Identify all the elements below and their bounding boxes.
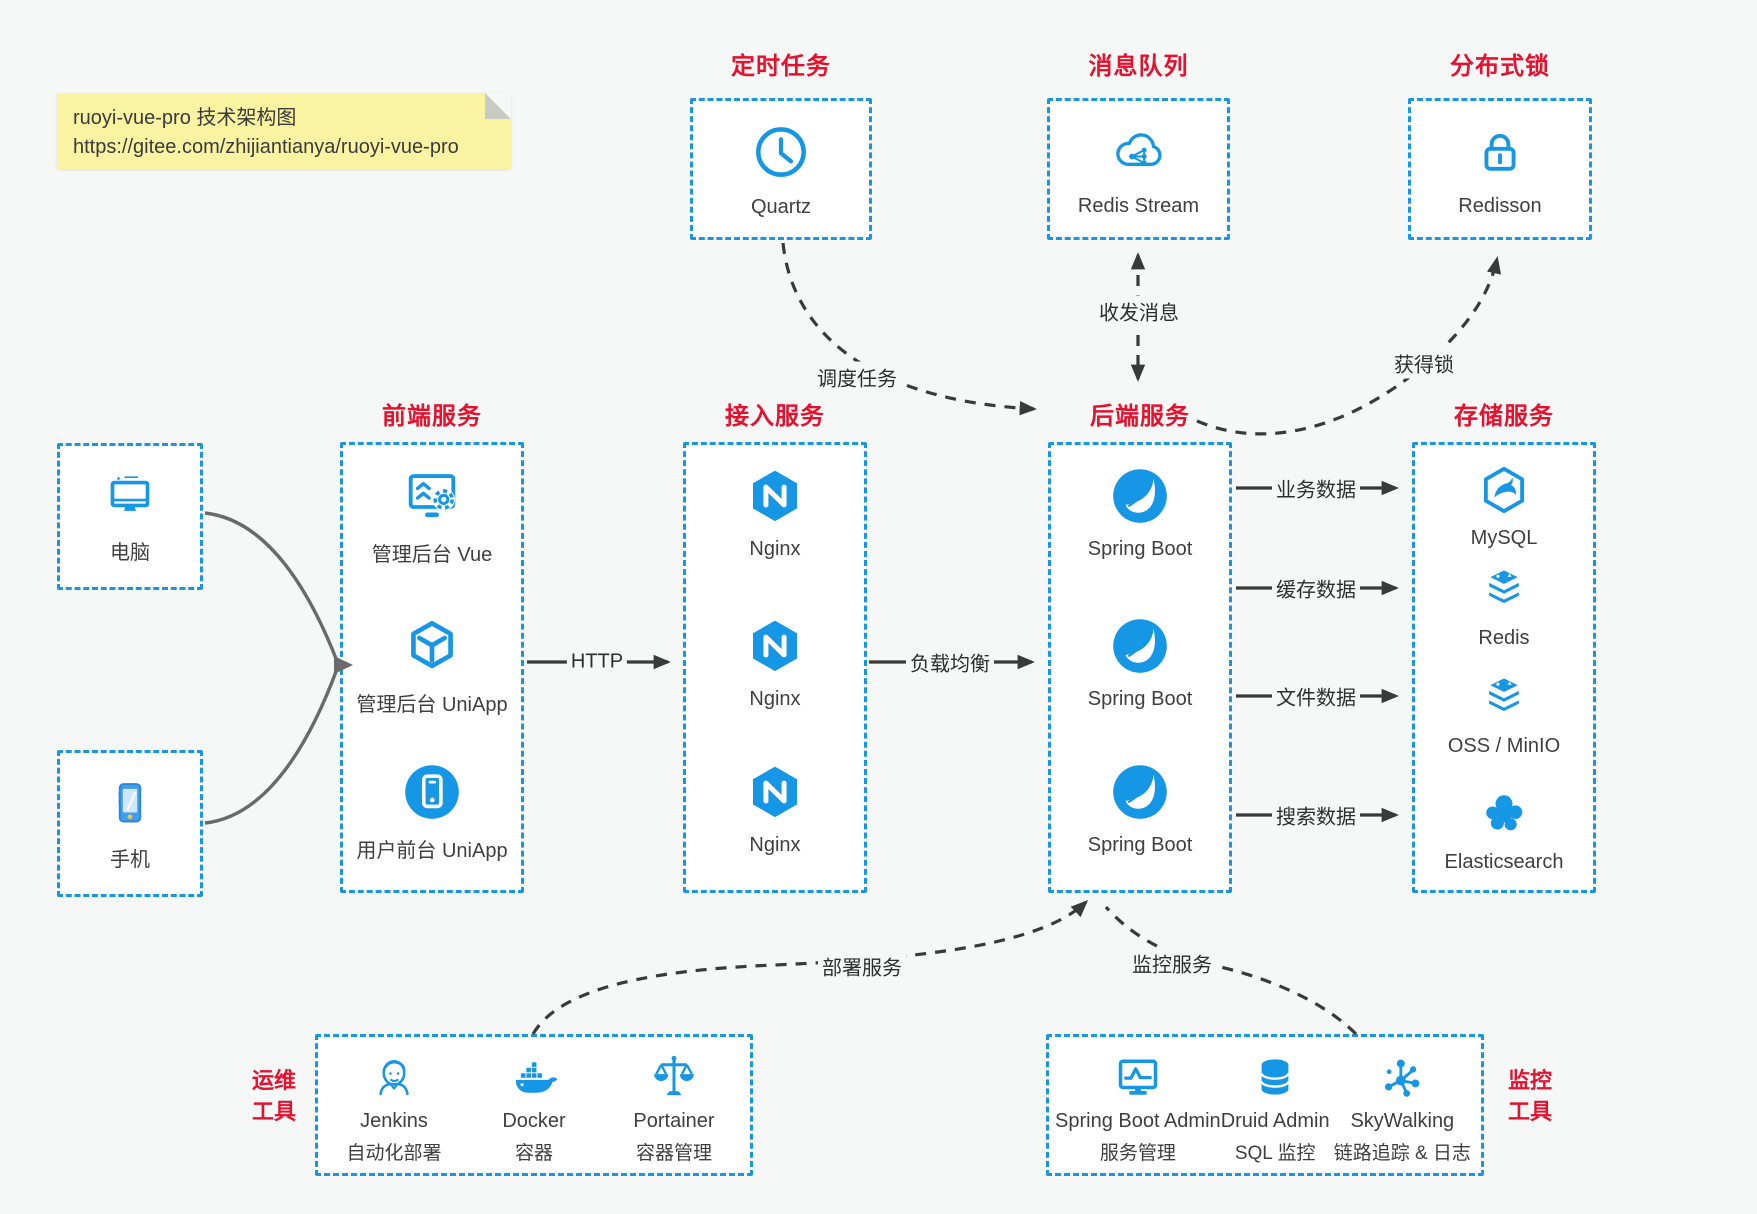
box-access: Nginx Nginx Nginx bbox=[683, 442, 867, 893]
box-frontend: 管理后台 Vue 管理后台 UniApp 用户前台 UniApp bbox=[340, 442, 524, 893]
druid-name: Druid Admin bbox=[1220, 1110, 1330, 1132]
docker-desc: 容器 bbox=[514, 1143, 553, 1164]
nginx-label: Nginx bbox=[749, 538, 801, 560]
box-redis-stream: Redis Stream bbox=[1047, 98, 1230, 240]
edge-label-deploy: 部署服务 bbox=[818, 950, 906, 982]
redis-label: Redis bbox=[1478, 627, 1530, 649]
jenkins-desc: 自动化部署 bbox=[346, 1143, 442, 1164]
elasticsearch-icon bbox=[1486, 795, 1523, 831]
admin-vue-icon bbox=[408, 474, 456, 518]
edge-label-monitor: 监控服务 bbox=[1128, 947, 1216, 979]
phone-circle-icon bbox=[405, 765, 459, 819]
redis-icon bbox=[1475, 561, 1533, 619]
skywalking-desc: 链路追踪 & 日志 bbox=[1333, 1143, 1471, 1164]
portainer-scales-icon bbox=[654, 1055, 694, 1096]
box-quartz: Quartz bbox=[690, 98, 872, 240]
nginx-icon bbox=[742, 613, 808, 679]
frontend-item-label: 管理后台 UniApp bbox=[356, 694, 508, 716]
edge-label-data-file: 文件数据 bbox=[1272, 680, 1360, 712]
spring-boot-icon bbox=[1107, 759, 1173, 825]
ops-tools-title: 运维 工具 bbox=[251, 1068, 296, 1124]
skywalking-name: SkyWalking bbox=[1350, 1110, 1455, 1132]
edge-label-data-business: 业务数据 bbox=[1272, 472, 1360, 504]
edge-label-data-cache: 缓存数据 bbox=[1272, 572, 1360, 604]
mysql-label: MySQL bbox=[1470, 527, 1538, 549]
sba-desc: 服务管理 bbox=[1099, 1143, 1176, 1164]
sticky-note: ruoyi-vue-pro 技术架构图 https://gitee.com/zh… bbox=[57, 93, 511, 169]
portainer-name: Portainer bbox=[633, 1110, 715, 1132]
smartphone-icon bbox=[118, 783, 142, 823]
nginx-icon bbox=[742, 463, 808, 529]
spring-boot-label: Spring Boot bbox=[1087, 688, 1193, 710]
box-client-pc: 电脑 bbox=[57, 443, 203, 590]
padlock-icon bbox=[1484, 133, 1516, 171]
edge-label-data-search: 搜索数据 bbox=[1272, 799, 1360, 831]
jenkins-icon bbox=[379, 1059, 409, 1096]
note-url: https://gitee.com/zhijiantianya/ruoyi-vu… bbox=[73, 136, 459, 158]
desktop-icon bbox=[110, 476, 150, 511]
docker-icon bbox=[515, 1062, 558, 1093]
jenkins-name: Jenkins bbox=[360, 1110, 428, 1132]
box-storage: MySQL Redis OSS / MinIO Elasticsearch bbox=[1412, 442, 1596, 893]
tool-docker: Docker 容器 bbox=[464, 1049, 604, 1165]
group-title-scheduler: 定时任务 bbox=[731, 53, 831, 80]
quartz-label: Quartz bbox=[750, 195, 812, 218]
oss-minio-label: OSS / MinIO bbox=[1447, 735, 1561, 757]
tool-druid: Druid Admin SQL 监控 bbox=[1221, 1049, 1330, 1165]
frontend-item-label: 管理后台 Vue bbox=[371, 544, 493, 566]
sba-name: Spring Boot Admin bbox=[1055, 1110, 1221, 1132]
redis-stream-label: Redis Stream bbox=[1077, 194, 1200, 217]
clock-icon bbox=[756, 126, 806, 177]
tool-skywalking: SkyWalking 链路追踪 & 日志 bbox=[1330, 1049, 1475, 1165]
box-client-mobile: 手机 bbox=[57, 750, 203, 897]
elasticsearch-label: Elasticsearch bbox=[1444, 851, 1564, 873]
monitor-pulse-icon bbox=[1118, 1059, 1158, 1095]
group-title-lock: 分布式锁 bbox=[1450, 53, 1550, 80]
box-ops-tools: Jenkins 自动化部署 Docker 容器 bbox=[315, 1034, 753, 1176]
edge-label-http: HTTP bbox=[566, 649, 628, 675]
molecule-icon bbox=[1385, 1059, 1420, 1097]
group-title-mq: 消息队列 bbox=[1088, 53, 1189, 80]
tool-jenkins: Jenkins 自动化部署 bbox=[324, 1049, 464, 1165]
nginx-label: Nginx bbox=[749, 688, 801, 710]
portainer-desc: 容器管理 bbox=[635, 1143, 712, 1164]
edge-label-lock: 获得锁 bbox=[1390, 347, 1458, 379]
column-title-backend: 后端服务 bbox=[1090, 403, 1190, 430]
spring-boot-label: Spring Boot bbox=[1087, 538, 1193, 560]
edge-label-schedule: 调度任务 bbox=[813, 361, 901, 393]
spring-boot-icon bbox=[1107, 463, 1173, 529]
cube-icon bbox=[411, 620, 453, 669]
druid-desc: SQL 监控 bbox=[1234, 1143, 1316, 1164]
redisson-label: Redisson bbox=[1458, 194, 1542, 217]
mysql-icon bbox=[1483, 466, 1525, 514]
column-title-frontend: 前端服务 bbox=[382, 403, 482, 430]
cloud-hub-icon bbox=[1115, 132, 1162, 166]
nginx-icon bbox=[742, 759, 808, 825]
tool-portainer: Portainer 容器管理 bbox=[604, 1049, 744, 1165]
docker-name: Docker bbox=[502, 1110, 566, 1132]
spring-boot-icon bbox=[1107, 613, 1173, 679]
edge-label-message: 收发消息 bbox=[1095, 295, 1183, 327]
database-icon bbox=[1260, 1059, 1290, 1095]
dashed-arrows bbox=[531, 242, 1502, 1036]
box-backend: Spring Boot Spring Boot Spring Boot bbox=[1048, 442, 1232, 893]
nginx-label: Nginx bbox=[749, 834, 801, 856]
column-title-storage: 存储服务 bbox=[1454, 403, 1554, 430]
client-arrows bbox=[204, 511, 339, 825]
box-monitor-tools: Spring Boot Admin 服务管理 Druid Admin SQL 监… bbox=[1046, 1034, 1484, 1176]
oss-minio-icon bbox=[1475, 669, 1533, 727]
note-title: ruoyi-vue-pro 技术架构图 bbox=[73, 107, 297, 129]
spring-boot-label: Spring Boot bbox=[1087, 834, 1193, 856]
column-title-access: 接入服务 bbox=[725, 403, 825, 430]
box-redisson: Redisson bbox=[1408, 98, 1592, 240]
tool-sba: Spring Boot Admin 服务管理 bbox=[1055, 1049, 1221, 1165]
frontend-item-label: 用户前台 UniApp bbox=[356, 840, 508, 862]
edge-label-lb: 负载均衡 bbox=[906, 646, 994, 678]
monitor-tools-title: 监控 工具 bbox=[1507, 1068, 1552, 1124]
client-mobile-label: 手机 bbox=[110, 849, 150, 871]
client-pc-label: 电脑 bbox=[110, 542, 150, 564]
